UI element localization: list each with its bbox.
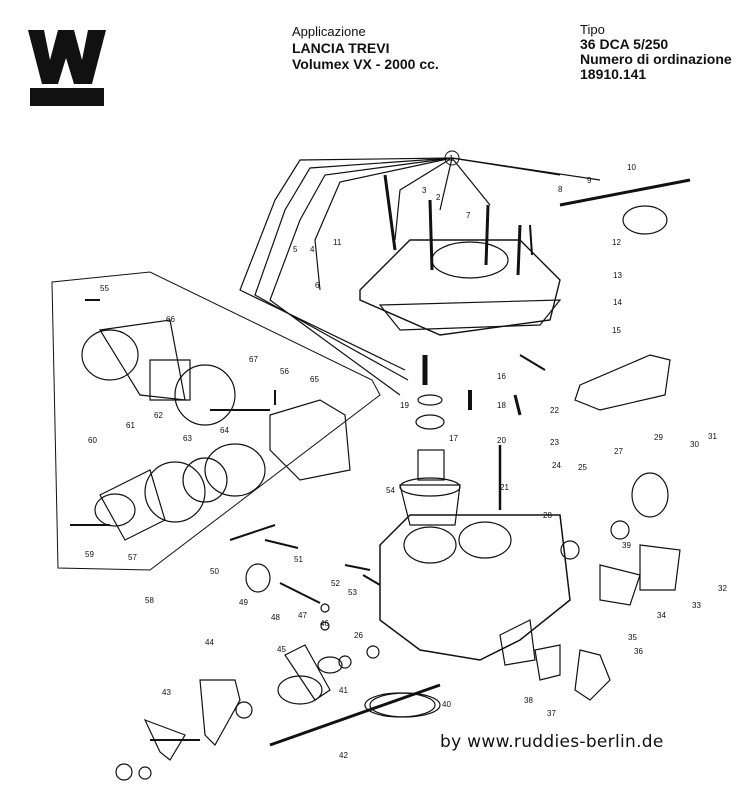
part-label-8: 8: [558, 185, 563, 194]
part-label-50: 50: [210, 567, 219, 576]
part-label-59: 59: [85, 550, 94, 559]
type-label: Tipo: [580, 22, 605, 37]
part-label-32: 32: [718, 584, 727, 593]
part-label-24: 24: [552, 461, 561, 470]
part-label-20: 20: [497, 436, 506, 445]
part-label-9: 9: [587, 176, 592, 185]
part-label-21a: 21: [500, 483, 509, 492]
part-label-14: 14: [613, 298, 622, 307]
part-label-10: 10: [627, 163, 636, 172]
part-label-31: 31: [708, 432, 717, 441]
part-label-47: 47: [298, 611, 307, 620]
application-info: Applicazione LANCIA TREVI Volumex VX - 2…: [292, 24, 439, 72]
part-label-55: 55: [100, 284, 109, 293]
part-label-15: 15: [612, 326, 621, 335]
part-label-37: 37: [547, 709, 556, 718]
part-label-22: 22: [550, 406, 559, 415]
website-credit: by www.ruddies-berlin.de: [440, 732, 664, 752]
part-label-65: 65: [310, 375, 319, 384]
part-label-44: 44: [205, 638, 214, 647]
part-label-34: 34: [657, 611, 666, 620]
part-label-7: 7: [466, 211, 471, 220]
type-info: Tipo 36 DCA 5/250 Numero di ordinazione …: [580, 22, 732, 82]
part-label-2: 2: [436, 193, 441, 202]
part-label-25: 25: [578, 463, 587, 472]
part-label-60: 60: [88, 436, 97, 445]
part-label-63: 63: [183, 434, 192, 443]
order-label: Numero di ordinazione: [580, 51, 732, 67]
part-label-4: 4: [310, 245, 315, 254]
part-label-17: 17: [449, 434, 458, 443]
application-label: Applicazione: [292, 24, 366, 39]
part-label-57: 57: [128, 553, 137, 562]
part-label-30: 30: [690, 440, 699, 449]
order-number: 18910.141: [580, 66, 647, 82]
part-label-36: 36: [634, 647, 643, 656]
part-label-40: 40: [442, 700, 451, 709]
part-label-58: 58: [145, 596, 154, 605]
part-label-23: 23: [550, 438, 559, 447]
part-label-27: 27: [614, 447, 623, 456]
part-label-12: 12: [612, 238, 621, 247]
part-label-53: 53: [348, 588, 357, 597]
carb-type: 36 DCA 5/250: [580, 36, 669, 52]
part-label-38: 38: [524, 696, 533, 705]
part-label-29: 29: [654, 433, 663, 442]
part-label-5: 5: [293, 245, 298, 254]
engine-name: Volumex VX - 2000 cc.: [292, 56, 439, 72]
part-label-66: 66: [166, 315, 175, 324]
part-label-61: 61: [126, 421, 135, 430]
part-label-46: 46: [320, 619, 329, 628]
part-label-19: 19: [400, 401, 409, 410]
part-label-62: 62: [154, 411, 163, 420]
exploded-parts-diagram: 1 2 3 4 5 6 7 8 9 10 11 12 13 14 15 16 1…: [51, 150, 727, 781]
part-label-3: 3: [422, 186, 427, 195]
part-label-28: 28: [543, 511, 552, 520]
part-label-26: 26: [354, 631, 363, 640]
part-label-48: 48: [271, 613, 280, 622]
part-label-18: 18: [497, 401, 506, 410]
part-label-45: 45: [277, 645, 286, 654]
part-label-39: 39: [622, 541, 631, 550]
callout-circle-icon: [444, 150, 460, 166]
part-label-51: 51: [294, 555, 303, 564]
part-label-11: 11: [333, 238, 342, 247]
part-label-52: 52: [331, 579, 340, 588]
part-label-13: 13: [613, 271, 622, 280]
part-label-33: 33: [692, 601, 701, 610]
part-label-64: 64: [220, 426, 229, 435]
part-label-54: 54: [386, 486, 395, 495]
vehicle-name: LANCIA TREVI: [292, 40, 390, 56]
part-label-49: 49: [239, 598, 248, 607]
part-label-16: 16: [497, 372, 506, 381]
part-label-6: 6: [315, 281, 320, 290]
part-label-41: 41: [339, 686, 348, 695]
part-number-labels: 1 2 3 4 5 6 7 8 9 10 11 12 13 14 15 16 1…: [85, 150, 727, 760]
part-label-56: 56: [280, 367, 289, 376]
weber-logo-icon: [28, 30, 106, 106]
part-label-67: 67: [249, 355, 258, 364]
part-label-1: 1: [449, 154, 454, 163]
part-label-35: 35: [628, 633, 637, 642]
part-label-42: 42: [339, 751, 348, 760]
part-label-43: 43: [162, 688, 171, 697]
